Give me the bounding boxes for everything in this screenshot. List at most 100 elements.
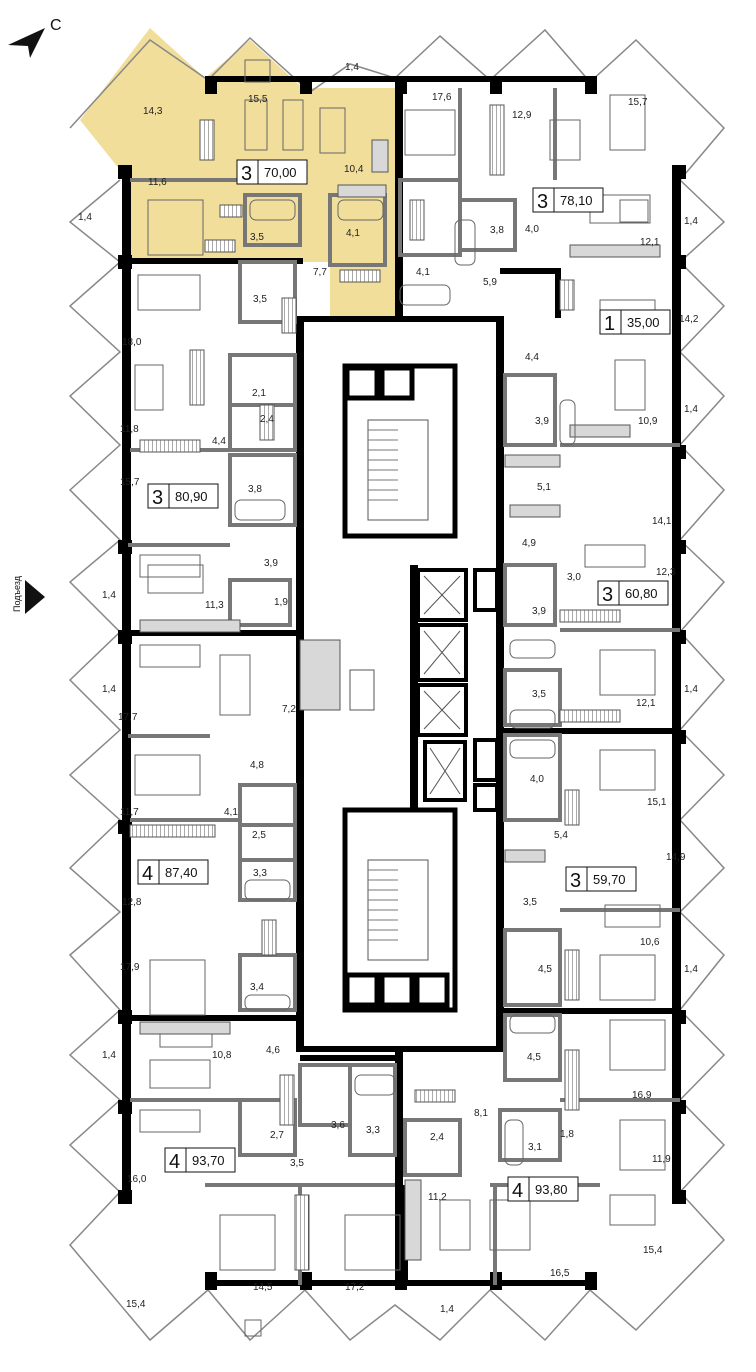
apartment-badge[interactable]: 4 93,80 [507, 1176, 579, 1202]
svg-text:78,10: 78,10 [560, 193, 593, 208]
svg-text:3,3: 3,3 [366, 1125, 380, 1136]
apartment-badge[interactable]: 3 78,10 [532, 187, 604, 213]
svg-text:1,8: 1,8 [560, 1129, 574, 1140]
svg-text:14,3: 14,3 [143, 106, 163, 117]
svg-text:17,7: 17,7 [118, 712, 138, 723]
svg-text:5,1: 5,1 [537, 482, 551, 493]
svg-text:4,4: 4,4 [525, 352, 539, 363]
svg-text:16,0: 16,0 [127, 1174, 147, 1185]
svg-text:10,9: 10,9 [638, 416, 658, 427]
svg-text:2,5: 2,5 [252, 830, 266, 841]
svg-text:4,4: 4,4 [212, 436, 226, 447]
stair-core-north [342, 363, 458, 539]
svg-text:3: 3 [570, 870, 581, 892]
svg-text:16,9: 16,9 [632, 1090, 652, 1101]
svg-text:12,3: 12,3 [656, 567, 676, 578]
east-facade-wall [672, 175, 681, 1195]
svg-text:4,9: 4,9 [522, 538, 536, 549]
svg-text:15,5: 15,5 [248, 94, 268, 105]
svg-text:3,1: 3,1 [528, 1142, 542, 1153]
svg-text:14,1: 14,1 [652, 516, 672, 527]
svg-text:1,4: 1,4 [684, 964, 698, 975]
svg-text:1,4: 1,4 [78, 212, 92, 223]
svg-text:3: 3 [602, 584, 613, 606]
svg-text:1,4: 1,4 [102, 1050, 116, 1061]
svg-text:11,9: 11,9 [652, 1154, 671, 1165]
compass-north-indicator: С [8, 17, 62, 58]
svg-text:3,9: 3,9 [264, 558, 278, 569]
apartment-badge[interactable]: 3 59,70 [565, 866, 637, 892]
apartment-badge[interactable]: 3 60,80 [597, 580, 669, 606]
svg-text:93,80: 93,80 [535, 1182, 568, 1197]
apartment-badge[interactable]: 4 87,40 [137, 859, 209, 885]
svg-text:17,9: 17,9 [120, 962, 140, 973]
svg-text:93,70: 93,70 [192, 1153, 225, 1168]
svg-text:7,2: 7,2 [282, 704, 296, 715]
accessibility-icon [349, 669, 375, 711]
apartment-badge[interactable]: 4 93,70 [164, 1147, 236, 1173]
entrance-marker: Подъезд [12, 575, 45, 614]
svg-text:3,8: 3,8 [490, 225, 504, 236]
svg-text:3,5: 3,5 [253, 294, 267, 305]
svg-text:1,4: 1,4 [102, 590, 116, 601]
svg-text:1,4: 1,4 [684, 684, 698, 695]
svg-text:7,7: 7,7 [313, 267, 327, 278]
svg-text:35,00: 35,00 [627, 315, 660, 330]
svg-text:17,6: 17,6 [432, 92, 452, 103]
svg-text:3,5: 3,5 [523, 897, 537, 908]
svg-text:4: 4 [142, 863, 153, 885]
svg-text:4,0: 4,0 [530, 774, 544, 785]
svg-text:1,4: 1,4 [102, 684, 116, 695]
svg-text:3,6: 3,6 [331, 1120, 345, 1131]
svg-text:3,0: 3,0 [567, 572, 581, 583]
svg-text:4,1: 4,1 [224, 807, 238, 818]
svg-text:12,1: 12,1 [636, 698, 656, 709]
svg-text:3,5: 3,5 [250, 232, 264, 243]
svg-text:18,0: 18,0 [122, 337, 142, 348]
svg-text:11,7: 11,7 [120, 807, 139, 818]
svg-text:3,9: 3,9 [532, 606, 546, 617]
svg-text:3,4: 3,4 [250, 982, 264, 993]
building-outline [68, 28, 726, 1342]
elevator-group [416, 568, 499, 812]
svg-text:12,1: 12,1 [640, 237, 660, 248]
svg-text:14,2: 14,2 [679, 314, 699, 325]
svg-text:3,9: 3,9 [535, 416, 549, 427]
svg-text:2,4: 2,4 [260, 414, 274, 425]
svg-text:1,9: 1,9 [274, 597, 288, 608]
svg-text:2,4: 2,4 [430, 1132, 444, 1143]
svg-text:1,4: 1,4 [684, 216, 698, 227]
svg-text:3,5: 3,5 [290, 1158, 304, 1169]
svg-text:11,8: 11,8 [120, 424, 139, 435]
apartment-badge[interactable]: 3 70,00 [236, 159, 308, 185]
svg-text:3,5: 3,5 [532, 689, 546, 700]
apartment-badge[interactable]: 3 80,90 [147, 483, 219, 509]
svg-text:3: 3 [152, 487, 163, 509]
svg-text:15,1: 15,1 [647, 797, 667, 808]
svg-text:4,1: 4,1 [346, 228, 360, 239]
svg-text:11,6: 11,6 [148, 177, 167, 188]
svg-text:14,9: 14,9 [666, 852, 686, 863]
svg-text:4,8: 4,8 [250, 760, 264, 771]
svg-text:12,8: 12,8 [122, 897, 142, 908]
north-label: С [50, 17, 62, 34]
svg-text:1,4: 1,4 [345, 62, 359, 73]
svg-text:15,7: 15,7 [120, 477, 140, 488]
svg-text:10,4: 10,4 [344, 164, 364, 175]
svg-text:17,2: 17,2 [345, 1282, 365, 1293]
room-area-labels: 14,3 15,5 1,4 17,6 12,9 15,7 10,4 11,6 1… [78, 62, 699, 1315]
svg-text:4,5: 4,5 [527, 1052, 541, 1063]
apartment-badge[interactable]: 1 35,00 [599, 309, 671, 335]
svg-text:60,80: 60,80 [625, 586, 658, 601]
svg-text:4: 4 [512, 1180, 523, 1202]
svg-text:2,7: 2,7 [270, 1130, 284, 1141]
svg-text:15,7: 15,7 [628, 97, 648, 108]
svg-text:2,1: 2,1 [252, 388, 266, 399]
svg-text:1,4: 1,4 [440, 1304, 454, 1315]
svg-text:4,0: 4,0 [525, 224, 539, 235]
svg-text:11,2: 11,2 [428, 1192, 447, 1203]
svg-text:5,4: 5,4 [554, 830, 568, 841]
west-facade-wall [122, 175, 131, 1195]
svg-text:1: 1 [604, 313, 615, 335]
svg-text:59,70: 59,70 [593, 872, 626, 887]
